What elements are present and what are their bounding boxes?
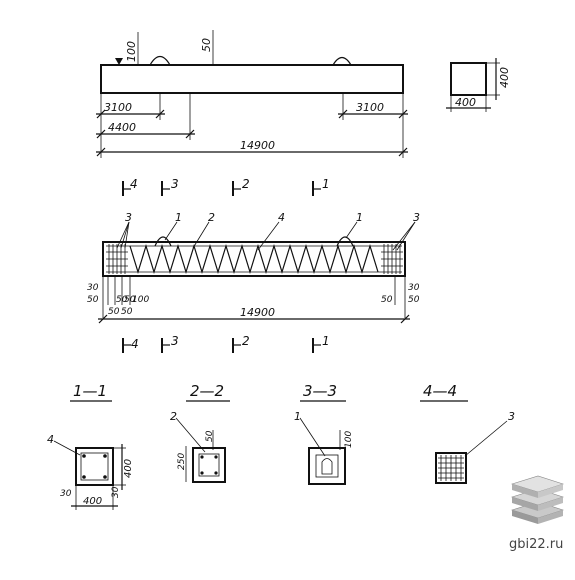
dim-left-small-50b: 50 <box>124 295 136 305</box>
dim-left-bottom-50a: 50 <box>108 307 120 317</box>
callout-1-right: 1 <box>356 211 363 224</box>
section-2-2-callout: 2 <box>170 410 177 423</box>
section-3-3: 3—3 1 100 <box>294 382 354 485</box>
section-4-4: 4—4 3 <box>420 382 515 484</box>
section-3-3-loop <box>321 458 333 475</box>
dim-left-small-100: 100 <box>132 295 149 305</box>
section-title-4-4: 4—4 <box>423 382 457 400</box>
dim-label-50: 50 <box>200 38 213 52</box>
section-1-1-stirrup <box>80 452 109 481</box>
dim-right-50-inner: 50 <box>381 295 393 305</box>
section-1-1-dim-left: 30 <box>60 489 72 499</box>
section-1-1-callout: 4 <box>47 433 54 446</box>
section-title-2-2: 2—2 <box>190 382 224 400</box>
cut-mark-1-bottom: 1 <box>322 334 330 348</box>
section-3-3-callout: 1 <box>294 410 301 423</box>
dim-label-3100-right: 3100 <box>356 101 384 114</box>
section-1-1-dim-horizontal: 400 <box>83 496 102 507</box>
end-view-outline <box>450 62 487 96</box>
dim-label-total: 14900 <box>240 139 275 152</box>
cut-mark-2-top: 2 <box>242 177 250 191</box>
lifting-loop-right <box>332 56 352 66</box>
section-1-1-dim-right: 30 <box>111 486 121 498</box>
end-mesh-left <box>106 244 128 274</box>
section-2-2-outline <box>192 447 226 483</box>
section-2-2-stirrup <box>198 453 220 477</box>
section-3-3-outline <box>308 447 346 485</box>
section-4-4-mesh <box>438 455 464 481</box>
dim-label-4400: 4400 <box>108 121 136 134</box>
reinforcement-outline <box>102 241 406 277</box>
section-4-4-outline <box>435 452 467 484</box>
beam-elevation: 100 50 3100 3100 4400 14900 <box>96 30 408 158</box>
cut-mark-3-top: 3 <box>171 177 179 191</box>
end-mesh-right <box>381 244 403 274</box>
beam-end-view: 400 400 <box>446 58 511 112</box>
level-marker-icon <box>115 58 123 65</box>
callout-4: 4 <box>278 211 285 224</box>
callout-3-right: 3 <box>413 211 420 224</box>
cut-mark-1-top: 1 <box>322 177 330 191</box>
section-title-1-1: 1—1 <box>73 382 107 400</box>
cut-mark-4-top: 4 <box>130 177 138 191</box>
dim-left-small-50a: 50 <box>116 295 128 305</box>
section-2-2-dim-top: 50 <box>205 430 215 442</box>
section-2-2: 2—2 2 50 250 <box>170 382 230 483</box>
callout-1-left: 1 <box>175 211 182 224</box>
callout-3-left: 3 <box>125 211 132 224</box>
dim-label-100: 100 <box>125 41 138 62</box>
dim-left-30: 30 <box>87 283 99 293</box>
stacked-slabs-icon <box>510 475 564 524</box>
lifting-loop-left-rebar <box>154 236 172 247</box>
section-cut-marks-bottom: 4 3 2 1 <box>122 334 330 353</box>
dim-right-30: 30 <box>408 283 420 293</box>
section-4-4-callout: 3 <box>508 410 515 423</box>
cut-mark-3-bottom: 3 <box>171 334 179 348</box>
dim-label-total-rebar: 14900 <box>240 306 275 319</box>
dim-right-50: 50 <box>408 295 420 305</box>
section-1-1-outline <box>75 447 114 486</box>
beam-outline <box>100 64 404 94</box>
lifting-loop-right-rebar <box>336 236 354 247</box>
dim-label-width: 400 <box>455 96 476 109</box>
section-cut-marks-top: 4 3 2 1 <box>122 177 330 196</box>
callout-2: 2 <box>208 211 215 224</box>
section-title-3-3: 3—3 <box>303 382 337 400</box>
cut-mark-4-bottom: 4 <box>131 337 139 351</box>
section-3-3-dim-top: 100 <box>344 431 354 448</box>
dim-label-3100-left: 3100 <box>104 101 132 114</box>
section-1-1-dim-vertical: 400 <box>123 459 134 478</box>
site-logo: gbi22.ru <box>509 475 564 552</box>
lifting-loop-left <box>149 55 171 66</box>
spiral-reinforcement <box>129 243 379 275</box>
section-3-3-stirrup <box>315 454 339 478</box>
dim-left-50: 50 <box>87 295 99 305</box>
dim-label-height: 400 <box>498 67 511 88</box>
reinforcement-view: 3 1 2 4 1 3 30 50 50 50 100 50 50 30 50 … <box>87 211 420 324</box>
watermark-text: gbi22.ru <box>509 537 563 552</box>
section-2-2-dim-side: 250 <box>177 453 187 470</box>
section-1-1: 1—1 4 400 400 30 30 <box>47 382 134 510</box>
cut-mark-2-bottom: 2 <box>242 334 250 348</box>
dim-left-bottom-50b: 50 <box>121 307 133 317</box>
